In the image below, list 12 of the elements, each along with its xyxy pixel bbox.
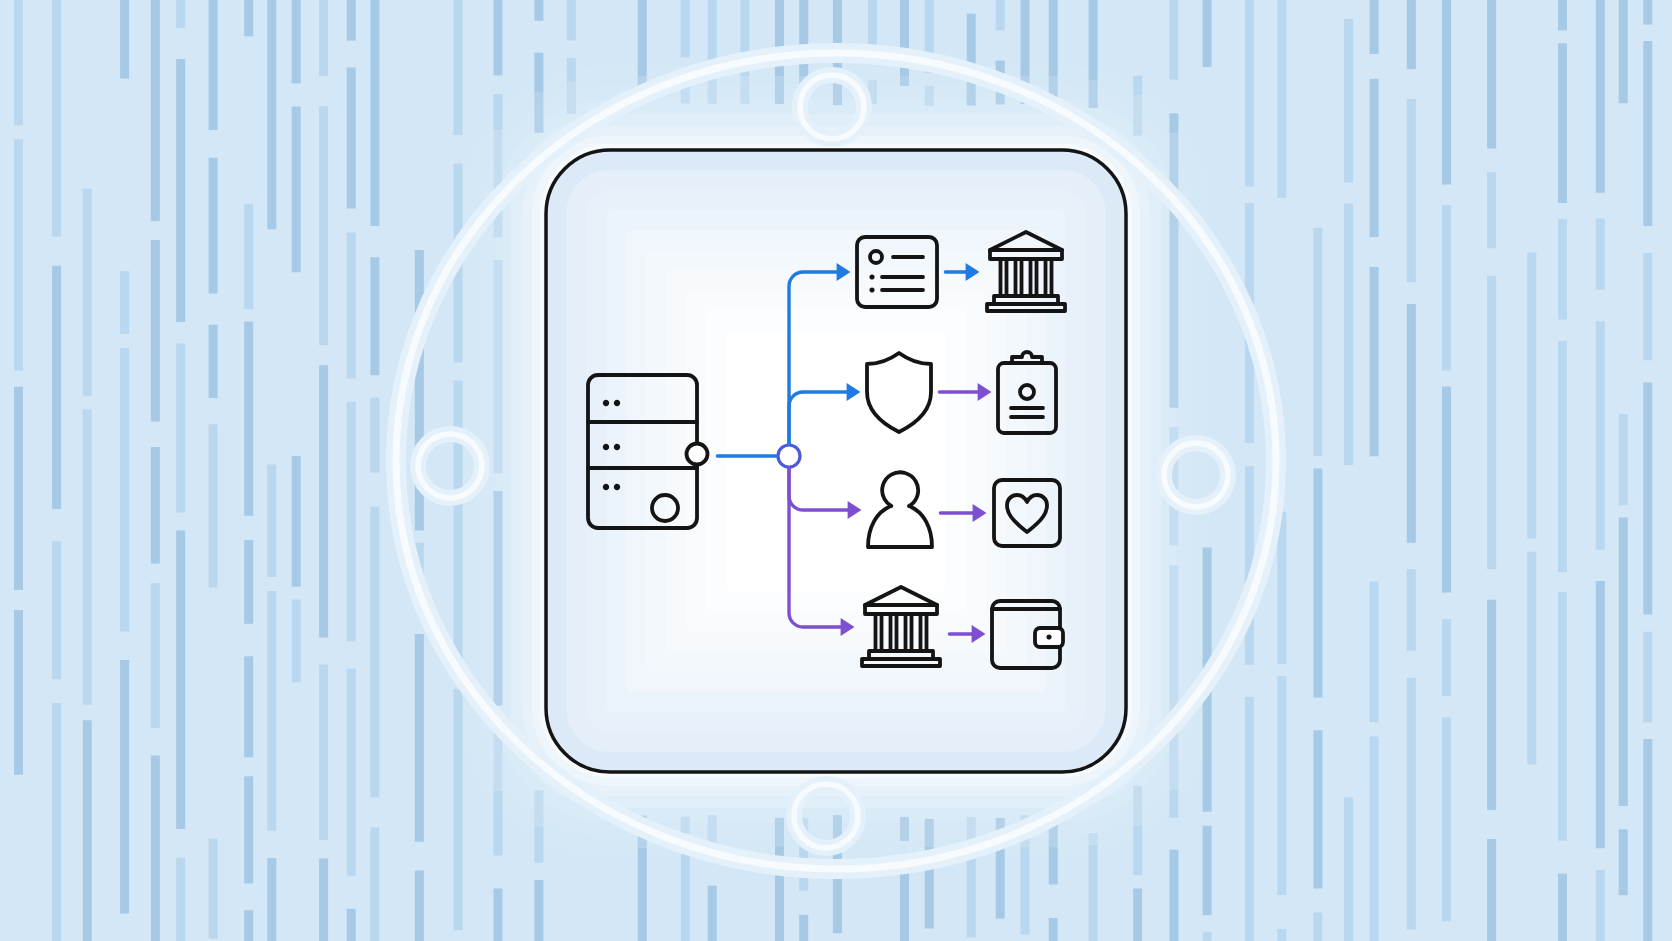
- wallet-icon: [990, 599, 1065, 670]
- id-badge-icon: [996, 350, 1058, 435]
- server-icon: [586, 373, 710, 530]
- card-panel: [544, 148, 1128, 774]
- connector-line: [715, 454, 779, 458]
- junction-circle: [776, 443, 802, 469]
- heart-icon: [992, 478, 1062, 548]
- id-card-icon: [855, 235, 939, 309]
- bank-icon: [985, 230, 1067, 313]
- person-icon: [866, 470, 934, 549]
- bank-icon: [860, 585, 942, 668]
- shield-icon: [865, 351, 933, 434]
